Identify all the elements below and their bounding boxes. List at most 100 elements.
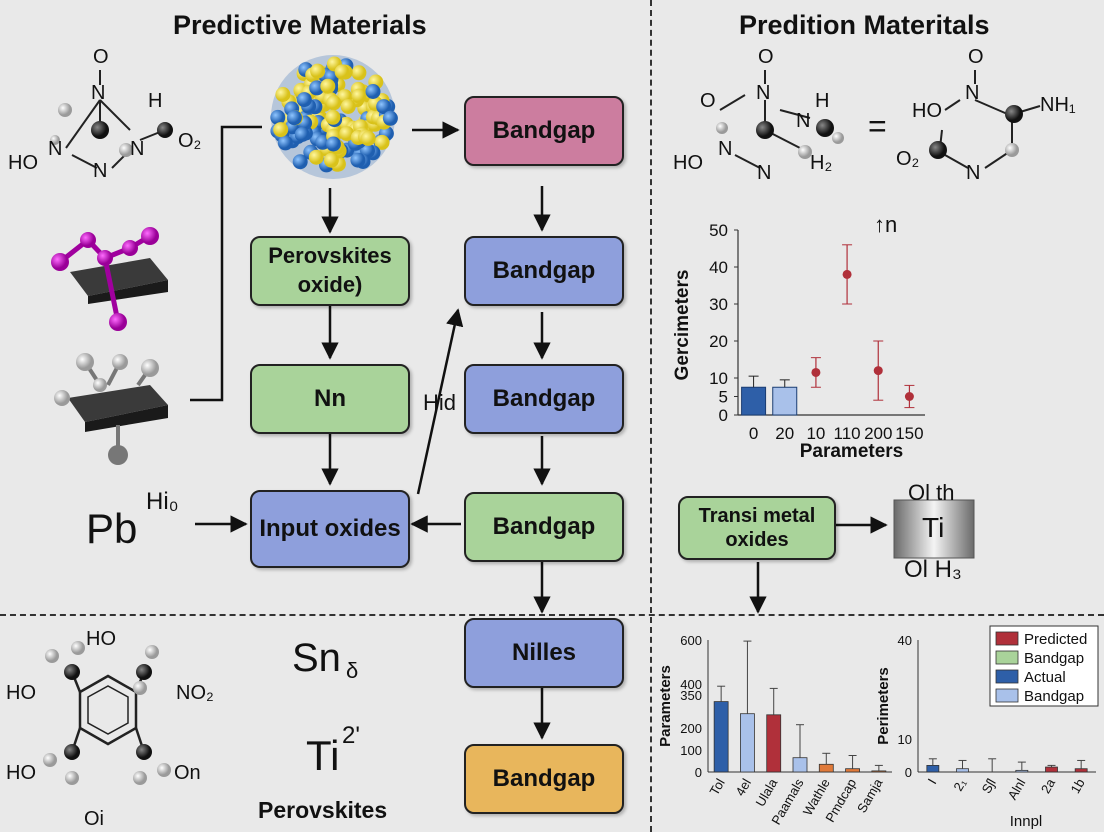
nilles-box[interactable]: Nilles [464, 618, 624, 688]
y-tick-label: 0 [719, 406, 728, 425]
ti-label: Ti [306, 732, 340, 779]
x-axis-label: Parameters [800, 441, 904, 462]
y-axis-label: Parameters [657, 665, 674, 747]
bar [713, 701, 729, 773]
atom-label: H₂ [810, 152, 833, 174]
y-tick-label: 40 [709, 258, 728, 277]
atom-label: O [700, 90, 716, 112]
atom-sphere [286, 110, 302, 126]
x-tick-label: 0 [749, 424, 758, 443]
legend-swatch [995, 688, 1019, 703]
atom-sphere [325, 136, 341, 152]
legend-label: Actual [1024, 669, 1066, 686]
bar [772, 386, 798, 416]
left-title: Predictive Materials [173, 10, 427, 40]
x-tick-label: 110 [834, 424, 861, 443]
bar [871, 770, 887, 773]
atom-label: N [93, 160, 108, 182]
atom-sphere [365, 84, 381, 99]
transi-metal-oxides-box[interactable]: Transi metal oxides [678, 496, 836, 560]
bandgap-box-bottom[interactable]: Bandgap [464, 744, 624, 814]
bar [766, 714, 782, 773]
grey-crystal [54, 353, 168, 465]
atom-label: N [48, 138, 63, 160]
pb-superscript: Hi₀ [146, 488, 179, 515]
hid-label: Hid [423, 390, 457, 415]
x-tick-label: 150 [895, 424, 923, 443]
x-tick-label: I [925, 776, 940, 787]
atom-label: N [718, 138, 733, 160]
atom-sphere [273, 122, 289, 138]
data-point [873, 366, 883, 376]
data-point [842, 269, 852, 279]
y-tick-label: 0 [695, 765, 702, 780]
molecule-1 [50, 70, 173, 169]
atom-sphere [292, 154, 308, 170]
x-tick-label: 2₁ [950, 775, 969, 793]
legend-swatch [995, 650, 1019, 665]
bandgap-box-3[interactable]: Bandgap [464, 364, 624, 434]
input-oxides-box[interactable]: Input oxides [250, 490, 410, 568]
y-axis-label: Perimeters [875, 667, 892, 745]
connector-line [190, 125, 262, 402]
atom-label: N [757, 162, 772, 184]
bandgap-box-4[interactable]: Bandgap [464, 492, 624, 562]
atom-label: N [965, 82, 980, 104]
bar [956, 768, 969, 773]
atom-label: HO [8, 152, 38, 174]
atom-sphere [376, 99, 392, 115]
y-tick-label: 30 [709, 295, 728, 314]
perovskites-oxide-box[interactable]: Perovskites oxide) [250, 236, 410, 306]
y-tick-label: 0 [905, 765, 912, 780]
magenta-crystal [51, 227, 168, 331]
x-tick-label: Sʃl [979, 776, 999, 796]
y-tick-label: 200 [680, 721, 702, 736]
atom-sphere [294, 127, 310, 142]
bandgap-box-top[interactable]: Bandgap [464, 96, 624, 166]
y-tick-label: 40 [898, 633, 912, 648]
legend-label: Bandgap [1024, 688, 1084, 705]
perovskites-label: Perovskites [258, 797, 388, 823]
atom-sphere [270, 109, 286, 125]
x-tick-label: Alnl [1005, 776, 1029, 802]
pb-label: Pb [86, 505, 138, 552]
atom-sphere [351, 88, 367, 104]
y-tick-label: 10 [709, 369, 728, 388]
atom-label: HO [86, 628, 116, 650]
bar [741, 386, 767, 416]
bandgap-box-2[interactable]: Bandgap [464, 236, 624, 306]
atom-sphere [374, 134, 390, 150]
atom-label: N [756, 82, 771, 104]
nn-box[interactable]: Nn [250, 364, 410, 434]
arrow [416, 308, 464, 495]
ti-bottom-label: Ol H₃ [904, 556, 962, 583]
x-tick-label: 1b [1068, 776, 1088, 796]
x-tick-label: 20 [775, 424, 794, 443]
y-tick-label: 10 [898, 732, 912, 747]
bar [1045, 766, 1058, 773]
atom-label: H [815, 90, 830, 112]
sn-label: Sn [292, 636, 341, 680]
right-title: Predition Materitals [739, 10, 990, 40]
atom-sphere [323, 152, 339, 168]
bar [1015, 769, 1029, 773]
nanoparticle-cluster [270, 55, 398, 179]
atom-sphere [360, 130, 376, 146]
ti-superscript: 2' [342, 722, 360, 749]
vertical-divider [650, 0, 652, 832]
arrow-n-label: ↑n [874, 212, 898, 237]
legend-swatch [995, 669, 1019, 684]
atom-label: HO [673, 152, 703, 174]
bar [740, 713, 755, 773]
legend-swatch [995, 631, 1019, 646]
atom-label: NH₁ [1040, 94, 1076, 116]
y-tick-label: 400 [680, 677, 702, 692]
atom-label: HO [6, 682, 36, 704]
atom-label: H [148, 90, 163, 112]
molecule-2 [716, 70, 844, 169]
atom-sphere [339, 126, 355, 142]
atom-sphere [350, 152, 366, 168]
x-tick-label: Tol [706, 776, 727, 798]
